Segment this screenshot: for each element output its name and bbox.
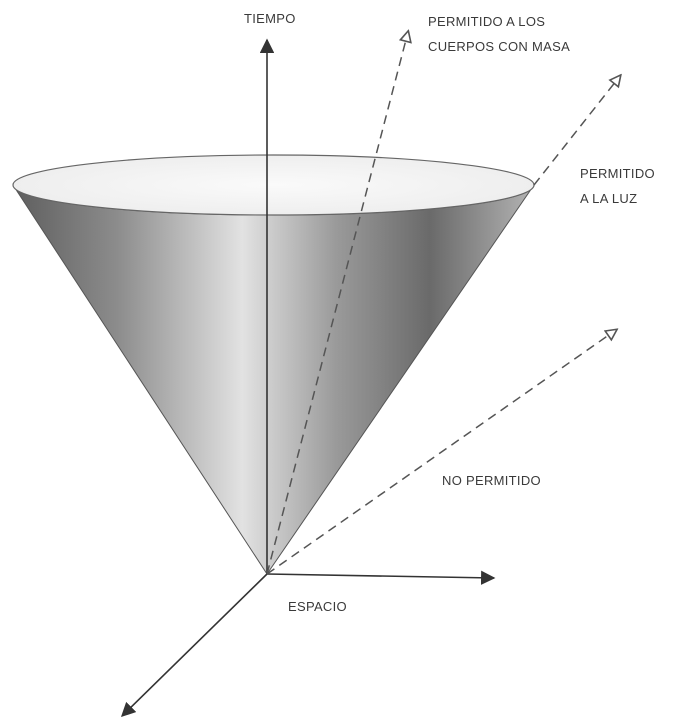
massive-bodies-label-line2: CUERPOS CON MASA — [428, 39, 570, 54]
massive-bodies-label-line1: PERMITIDO A LOS — [428, 14, 545, 29]
massive-body-worldline — [266, 32, 408, 575]
space-axis — [266, 570, 496, 585]
not-allowed-label: NO PERMITIDO — [442, 473, 541, 488]
light-label-line1: PERMITIDO — [580, 166, 655, 181]
light-worldline — [533, 76, 620, 186]
forbidden-worldline — [266, 330, 616, 575]
light-label-line2: A LA LUZ — [580, 191, 637, 206]
light-cone-surface — [12, 183, 535, 575]
space-axis-label: ESPACIO — [288, 599, 347, 614]
space-axis-depth — [120, 573, 268, 718]
light-cone-top — [12, 154, 535, 216]
time-axis-label: TIEMPO — [244, 11, 296, 26]
